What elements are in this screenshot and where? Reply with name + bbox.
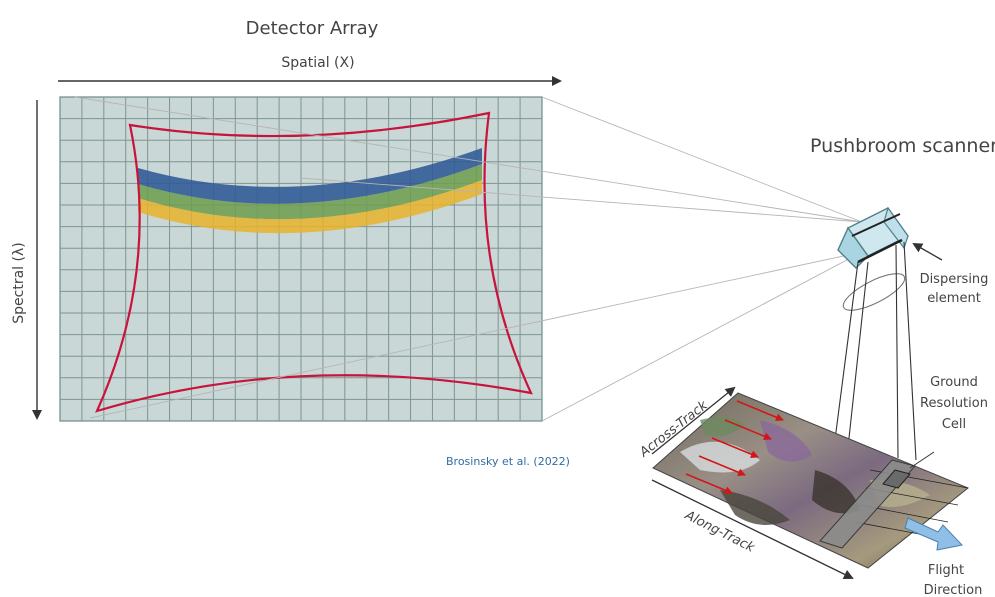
across-track-arrow <box>651 386 736 455</box>
flight-direction-arrow <box>904 517 963 551</box>
detector-array-title: Detector Array <box>246 18 379 39</box>
flight-label-line2: Direction <box>924 583 983 597</box>
dispersing-pointer-arrow <box>912 243 943 261</box>
flight-label-line1: Flight <box>928 563 964 578</box>
dispersing-label-line2: element <box>927 291 981 306</box>
projection-lines <box>74 96 863 422</box>
ground-cell-pointer <box>909 451 935 469</box>
band-blue <box>138 148 482 204</box>
ground-label-line2: Resolution <box>920 396 988 411</box>
band-green <box>138 164 482 220</box>
spatial-axis-label: Spatial (X) <box>281 55 354 71</box>
distortion-outline <box>95 111 533 413</box>
band-yellow <box>138 180 482 234</box>
ground-label-line3: Cell <box>942 417 966 432</box>
lens-ellipse <box>842 273 906 311</box>
ground-scene <box>652 392 969 569</box>
spectral-bands <box>138 148 482 234</box>
citation: Brosinsky et al. (2022) <box>446 455 570 468</box>
along-track-arrow <box>651 479 854 579</box>
dispersing-label-line1: Dispersing <box>920 272 989 287</box>
spectral-axis-label: Spectral (λ) <box>11 242 27 323</box>
prism-icon <box>837 206 910 269</box>
ground-label-line1: Ground <box>930 375 978 390</box>
pushbroom-scanner-title: Pushbroom scanner <box>810 135 995 157</box>
ground-resolution-cell <box>882 469 911 489</box>
detector-grid <box>59 96 543 422</box>
